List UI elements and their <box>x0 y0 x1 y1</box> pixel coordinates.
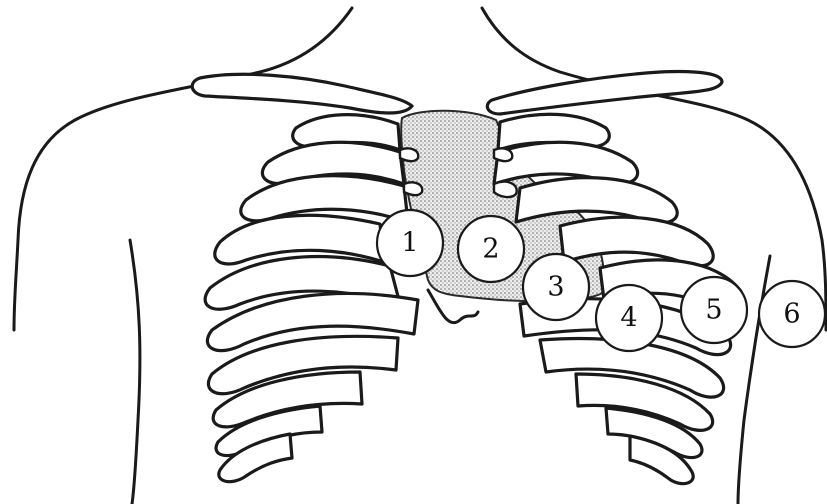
lead-v6-label: 6 <box>783 299 800 330</box>
lead-v3: 3 <box>523 254 589 320</box>
lead-v3-label: 3 <box>547 272 564 303</box>
lead-v1-label: 1 <box>401 228 418 259</box>
lead-v4-label: 4 <box>620 303 637 334</box>
lead-v4: 4 <box>596 285 662 351</box>
ribs-left <box>205 115 418 482</box>
lead-v6: 6 <box>759 281 825 347</box>
clavicles <box>192 71 722 114</box>
lead-v5-label: 5 <box>705 295 722 326</box>
lead-v2-label: 2 <box>482 234 499 265</box>
lead-v2: 2 <box>458 216 524 282</box>
lead-v5: 5 <box>681 277 747 343</box>
lead-v1: 1 <box>377 210 443 276</box>
